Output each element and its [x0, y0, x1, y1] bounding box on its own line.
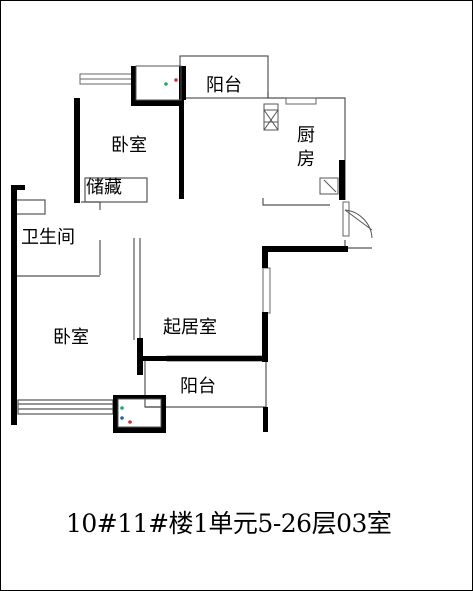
room-label-balcony-top: 阳台	[206, 75, 242, 96]
room-label-bedroom-bottom: 卧室	[53, 327, 89, 348]
room-label-balcony-bottom: 阳台	[180, 376, 216, 397]
room-label-kitchen-2: 房	[297, 149, 315, 170]
kitchen-fixtures	[263, 103, 339, 195]
door-swing	[344, 209, 373, 239]
room-label-storage: 储藏	[86, 177, 122, 198]
room-label-bathroom: 卫生间	[21, 227, 75, 248]
floor-plan: 阳台 卧室 厨 房 储藏 卫生间 卧室 起居室 阳台	[11, 55, 373, 433]
room-label-living-room: 起居室	[163, 317, 217, 338]
room-label-kitchen-1: 厨	[297, 125, 315, 146]
room-label-bedroom-top: 卧室	[111, 135, 147, 156]
shafts	[117, 65, 182, 428]
thick-walls	[11, 66, 348, 433]
unit-caption: 10#11#楼1单元5-26层03室	[66, 509, 392, 538]
